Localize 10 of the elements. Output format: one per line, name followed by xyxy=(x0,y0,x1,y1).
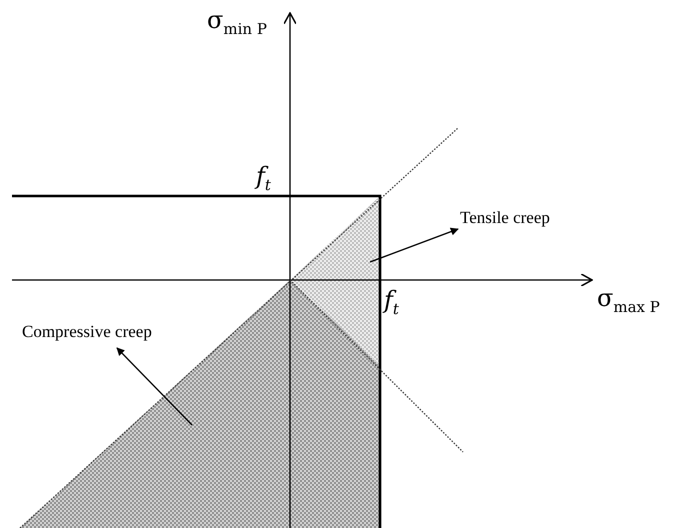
region-label: Compressive creep xyxy=(22,322,172,344)
region-label: Tensile creep xyxy=(460,208,565,230)
leader-arrow xyxy=(116,347,192,426)
tick-label: f$_{t}$ xyxy=(384,286,399,320)
axis-title: σ$_{max P}$ xyxy=(597,284,660,318)
hatched-triangle-region xyxy=(290,196,381,366)
tick-label: f$_{t}$ xyxy=(256,162,271,196)
axis-title: σ$_{min P}$ xyxy=(207,6,267,40)
leader-arrow xyxy=(370,228,459,263)
hatched-region xyxy=(20,280,381,528)
